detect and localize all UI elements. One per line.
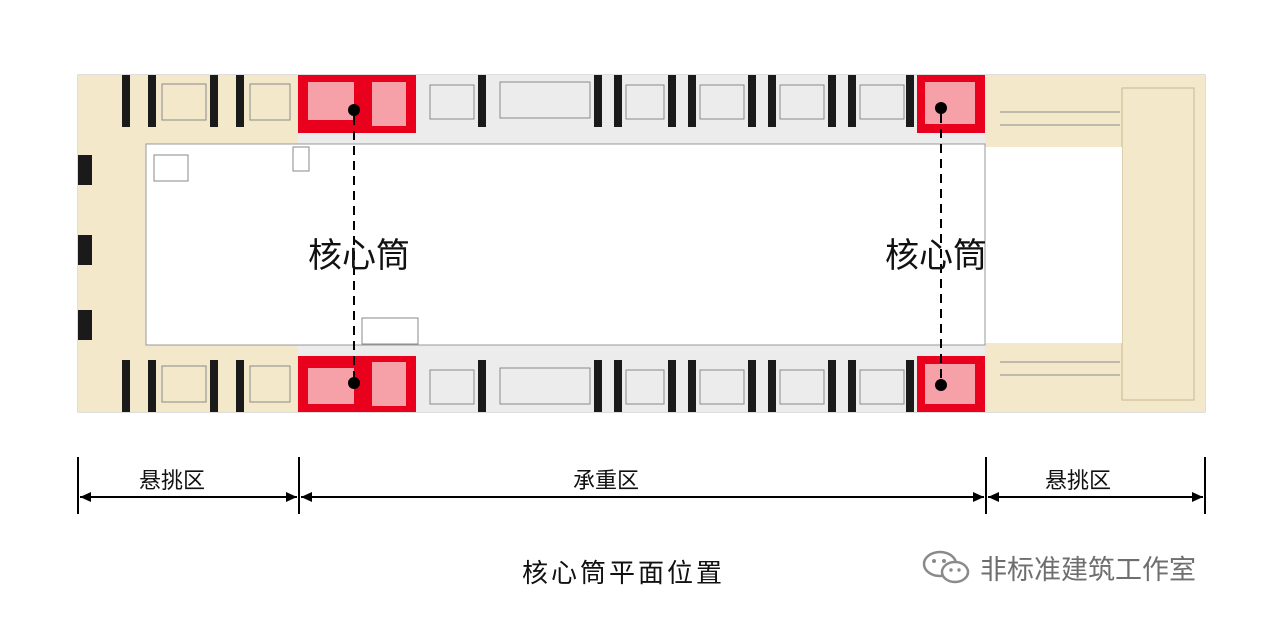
cantilever-zone-label-left: 悬挑区 [139,469,206,494]
room-outlines [153,81,1120,405]
central-atrium [145,143,986,346]
core-marker-bottom-right [935,379,947,391]
core-centre-markers [348,102,947,391]
room-units [78,75,914,412]
cantilever-zone-label-right: 悬挑区 [1045,469,1112,494]
core-tube-label-right: 核心筒 [885,236,987,276]
wechat-icon [922,550,970,583]
diagram-caption: 核心筒平面位置 [522,559,726,589]
watermark-text: 非标准建筑工作室 [980,555,1196,586]
right-cantilever-area [985,75,1205,412]
left-core-tube [298,75,416,412]
bearing-zone-label: 承重区 [573,469,640,494]
core-marker-top-left [348,104,360,116]
zone-dimension-line [77,457,1206,514]
core-tube-label-left: 核心筒 [308,236,410,276]
core-marker-bottom-left [348,377,360,389]
core-marker-top-right [935,102,947,114]
right-core-tube [917,75,985,412]
watermark: 非标准建筑工作室 [922,548,1196,587]
